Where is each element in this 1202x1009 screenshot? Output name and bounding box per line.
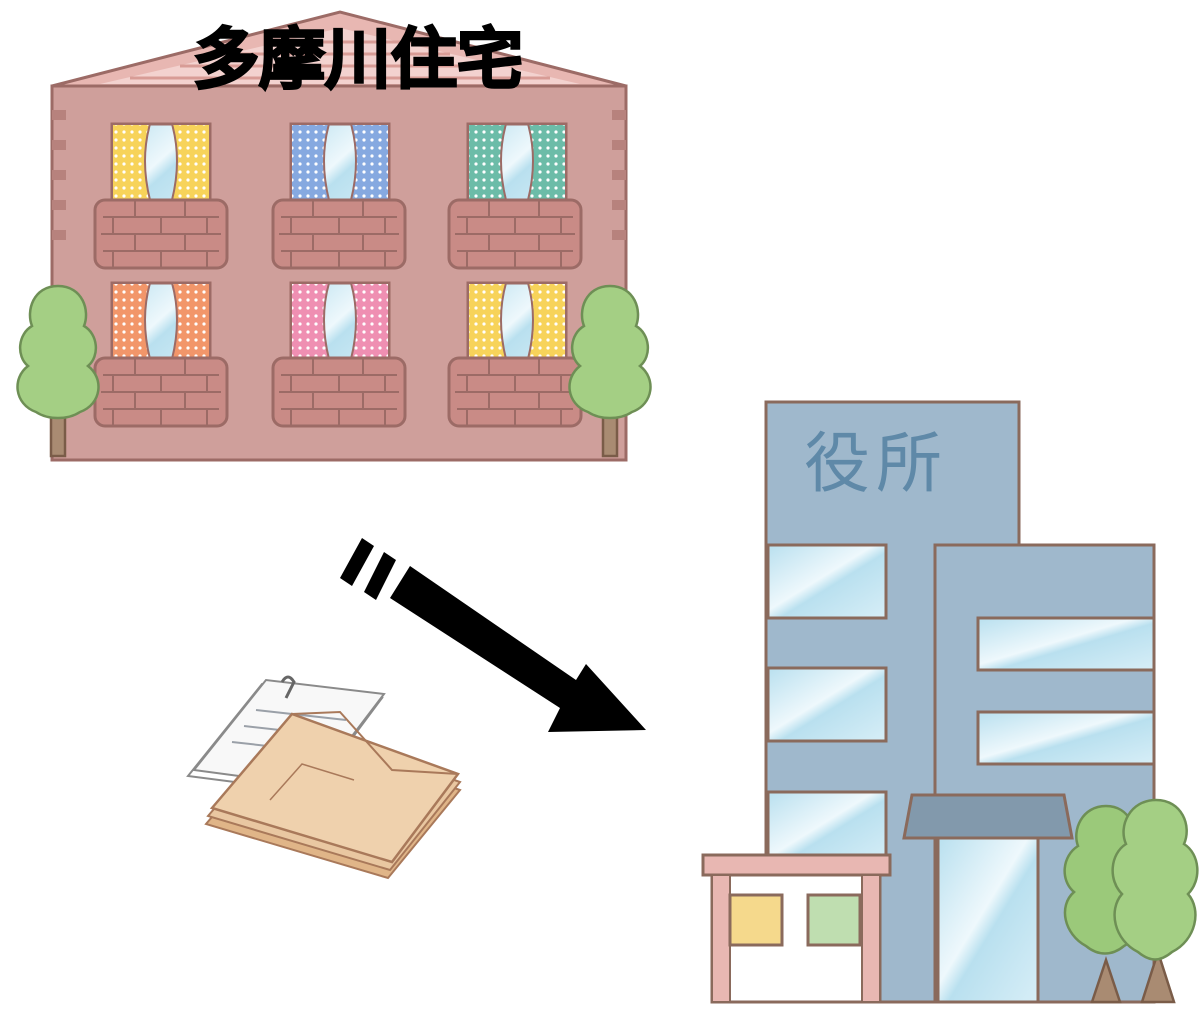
window — [766, 666, 888, 743]
window — [110, 122, 212, 214]
window — [976, 616, 1156, 672]
balcony — [93, 198, 229, 270]
apartment-building-icon: 多摩川住宅 — [50, 10, 628, 462]
window — [466, 281, 568, 373]
balcony — [271, 198, 407, 270]
balcony — [447, 198, 583, 270]
office-sign: 役所 — [804, 425, 948, 502]
balcony — [447, 356, 583, 428]
window — [766, 543, 888, 620]
window — [289, 281, 391, 373]
window — [466, 122, 568, 214]
window — [976, 710, 1156, 766]
apartment-title: 多摩川住宅 — [193, 21, 523, 98]
arrow-right-down-icon — [340, 538, 646, 732]
balcony — [271, 356, 407, 428]
documents-envelope-icon — [186, 675, 462, 880]
window — [110, 281, 212, 373]
tree-icon — [1111, 798, 1199, 1004]
window — [766, 790, 888, 867]
window — [289, 122, 391, 214]
balcony — [93, 356, 229, 428]
entrance-door — [936, 836, 1040, 1004]
